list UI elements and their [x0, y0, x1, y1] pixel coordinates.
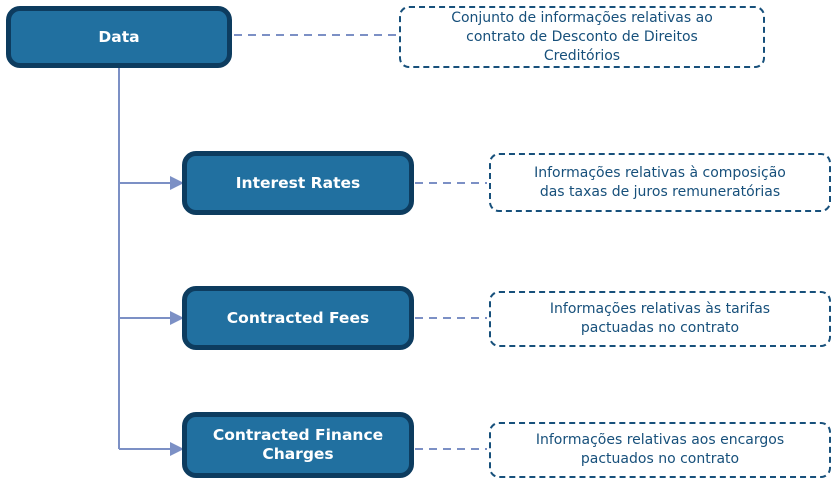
arrowhead-contracted-fees	[170, 311, 184, 325]
note-contracted-fees-line-1: Informações relativas às tarifas	[549, 301, 771, 317]
note-interest-rates-line-1: Informações relativas à composição	[534, 164, 786, 181]
node-contracted-fees: Contracted Fees	[182, 286, 414, 350]
node-contracted-finance-charges: Contracted Finance Charges	[182, 412, 414, 478]
note-data: Conjunto de informações relativas ao con…	[399, 6, 765, 68]
note-contracted-fees-line-2: pactuadas no contrato	[580, 320, 740, 336]
note-contracted-finance-charges-line-1: Informações relativas aos encargos	[535, 432, 785, 448]
note-interest-rates-line-2: das taxas de juros remuneratórias	[539, 183, 781, 200]
arrowhead-contracted-finance-charges	[170, 442, 184, 456]
note-data-line-3: Creditórios	[543, 47, 621, 64]
node-interest-rates-label: Interest Rates	[235, 173, 361, 192]
note-data-line-1: Conjunto de informações relativas ao	[451, 9, 713, 26]
node-interest-rates: Interest Rates	[182, 151, 414, 215]
node-data: Data	[6, 6, 232, 68]
note-contracted-finance-charges-line-2: pactuados no contrato	[580, 451, 740, 467]
note-contracted-fees: Informações relativas às tarifas pactuad…	[489, 291, 831, 347]
node-contracted-finance-charges-label: Contracted Finance Charges	[212, 426, 384, 463]
note-interest-rates: Informações relativas à composição das t…	[489, 153, 831, 212]
note-data-line-2: contrato de Desconto de Direitos	[466, 28, 698, 45]
node-data-label: Data	[98, 27, 140, 46]
arrowhead-interest-rates	[170, 176, 184, 190]
note-contracted-finance-charges: Informações relativas aos encargos pactu…	[489, 422, 831, 478]
node-contracted-fees-label: Contracted Fees	[226, 308, 370, 327]
